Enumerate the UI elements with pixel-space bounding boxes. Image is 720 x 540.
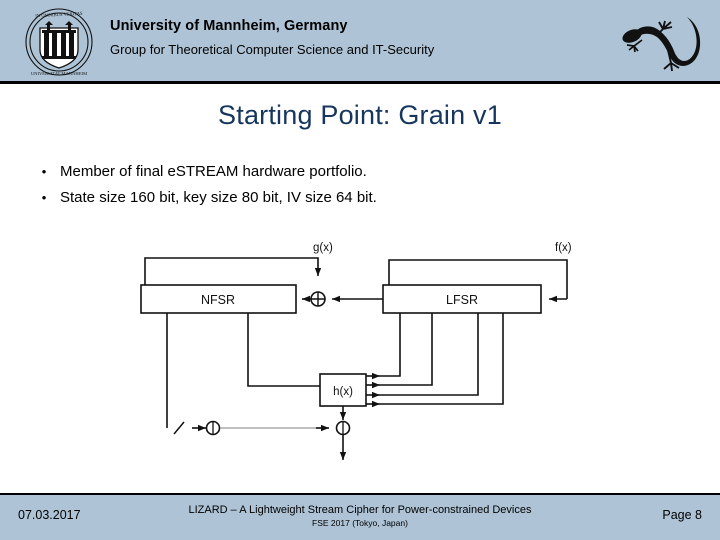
svg-text:IN OMNIBUS VERITAS: IN OMNIBUS VERITAS bbox=[35, 11, 83, 18]
lfsr-tap-1 bbox=[380, 313, 401, 377]
header-group-name: Group for Theoretical Computer Science a… bbox=[110, 42, 435, 57]
nfsr-label: NFSR bbox=[201, 293, 235, 307]
footer-venue: FSE 2017 (Tokyo, Japan) bbox=[312, 518, 408, 528]
h-block bbox=[319, 373, 367, 407]
gecko-logo-icon bbox=[616, 5, 704, 79]
g-function-label: g(x) bbox=[313, 242, 333, 254]
lfsr-tap-4 bbox=[380, 313, 504, 405]
footer-center-block: LIZARD – A Lightweight Stream Cipher for… bbox=[0, 495, 720, 529]
lfsr-tap-2 bbox=[380, 313, 433, 386]
page-title: Starting Point: Grain v1 bbox=[218, 100, 502, 130]
h-label: h(x) bbox=[333, 386, 353, 398]
slide-footer: 07.03.2017 LIZARD – A Lightweight Stream… bbox=[0, 493, 720, 540]
bullet-text: Member of final eSTREAM hardware portfol… bbox=[60, 163, 367, 180]
lfsr-tap-3 bbox=[380, 313, 479, 396]
lfsr-label: LFSR bbox=[446, 293, 478, 307]
list-item: • State size 160 bit, key size 80 bit, I… bbox=[28, 186, 688, 210]
footer-date: 07.03.2017 bbox=[18, 508, 81, 522]
header-institution-name: University of Mannheim, Germany bbox=[110, 18, 348, 34]
university-seal-icon: IN OMNIBUS VERITAS UNIVERSITAT MANNHEIM bbox=[20, 6, 98, 78]
nfsr-block bbox=[140, 284, 297, 314]
footer-page-number: Page 8 bbox=[662, 508, 702, 522]
bullet-list: • Member of final eSTREAM hardware portf… bbox=[28, 160, 688, 212]
nfsr-tap-to-h bbox=[247, 313, 335, 390]
f-function-label: f(x) bbox=[555, 242, 572, 254]
header-text-block: University of Mannheim, Germany Group fo… bbox=[110, 17, 434, 59]
g-feedback-path bbox=[144, 257, 322, 285]
tap-slash-mark bbox=[173, 421, 185, 435]
bullet-text: State size 160 bit, key size 80 bit, IV … bbox=[60, 189, 377, 206]
footer-presentation-title: LIZARD – A Lightweight Stream Cipher for… bbox=[188, 504, 532, 516]
bullet-marker: • bbox=[41, 164, 47, 179]
bullet-marker: • bbox=[41, 190, 47, 205]
list-item: • Member of final eSTREAM hardware portf… bbox=[28, 160, 688, 184]
slide-header: IN OMNIBUS VERITAS UNIVERSITAT MANNHEIM … bbox=[0, 0, 720, 84]
svg-text:UNIVERSITAT MANNHEIM: UNIVERSITAT MANNHEIM bbox=[31, 71, 87, 76]
grain-v1-cipher-block-diagram: g(x) f(x) NFSR LFSR h(x) bbox=[130, 228, 590, 478]
